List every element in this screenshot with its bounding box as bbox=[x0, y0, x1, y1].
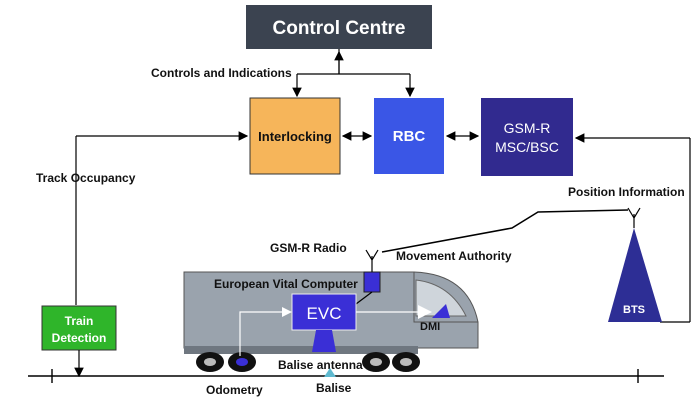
european-vital-computer-label: European Vital Computer bbox=[214, 277, 358, 291]
controls-indications-label: Controls and Indications bbox=[151, 66, 292, 80]
dmi-label: DMI bbox=[420, 321, 440, 333]
interlocking-box bbox=[249, 97, 341, 175]
balise-icon bbox=[324, 368, 336, 377]
evc-label: EVC bbox=[307, 304, 342, 323]
train-detection-box bbox=[41, 305, 117, 351]
gsmr-line2: MSC/BSC bbox=[495, 139, 559, 155]
odometry-link bbox=[239, 311, 282, 356]
dmi-screen bbox=[432, 304, 450, 318]
bts-antenna-icon bbox=[627, 207, 641, 228]
balise-label: Balise bbox=[316, 381, 352, 395]
odometry-label: Odometry bbox=[206, 383, 263, 397]
evc-box bbox=[291, 293, 357, 331]
interlocking-label: Interlocking bbox=[258, 129, 332, 144]
train-wheels bbox=[196, 352, 420, 372]
balise-antenna-label: Balise antenna bbox=[278, 358, 363, 372]
dmi-arrowhead bbox=[418, 305, 432, 319]
position-information-label: Position Information bbox=[568, 185, 685, 199]
radio-antenna-icon bbox=[365, 249, 379, 272]
radio-to-evc-link bbox=[355, 291, 373, 305]
gsmr-msc-box bbox=[481, 98, 573, 176]
gsmr-radio-label: GSM-R Radio bbox=[270, 241, 347, 255]
train-detection-line2: Detection bbox=[52, 331, 107, 345]
bts-label: BTS bbox=[623, 304, 645, 316]
rbc-box bbox=[374, 98, 444, 174]
train-detection-line1: Train bbox=[65, 314, 94, 328]
train-radio-unit bbox=[363, 271, 381, 293]
train-window bbox=[415, 279, 467, 317]
bts-tower bbox=[608, 228, 662, 322]
radio-link-zigzag bbox=[381, 209, 629, 253]
train-underframe bbox=[184, 346, 418, 354]
track-occupancy-label: Track Occupancy bbox=[36, 171, 136, 185]
movement-authority-label: Movement Authority bbox=[396, 249, 512, 263]
train-nose-outline bbox=[413, 272, 478, 323]
odometry-arrowhead bbox=[282, 307, 292, 317]
gsmr-line1: GSM-R bbox=[504, 120, 551, 136]
balise-antenna-icon bbox=[312, 330, 336, 352]
control-centre-label: Control Centre bbox=[273, 18, 406, 39]
rbc-label: RBC bbox=[393, 128, 426, 145]
control-centre-box bbox=[246, 5, 432, 49]
